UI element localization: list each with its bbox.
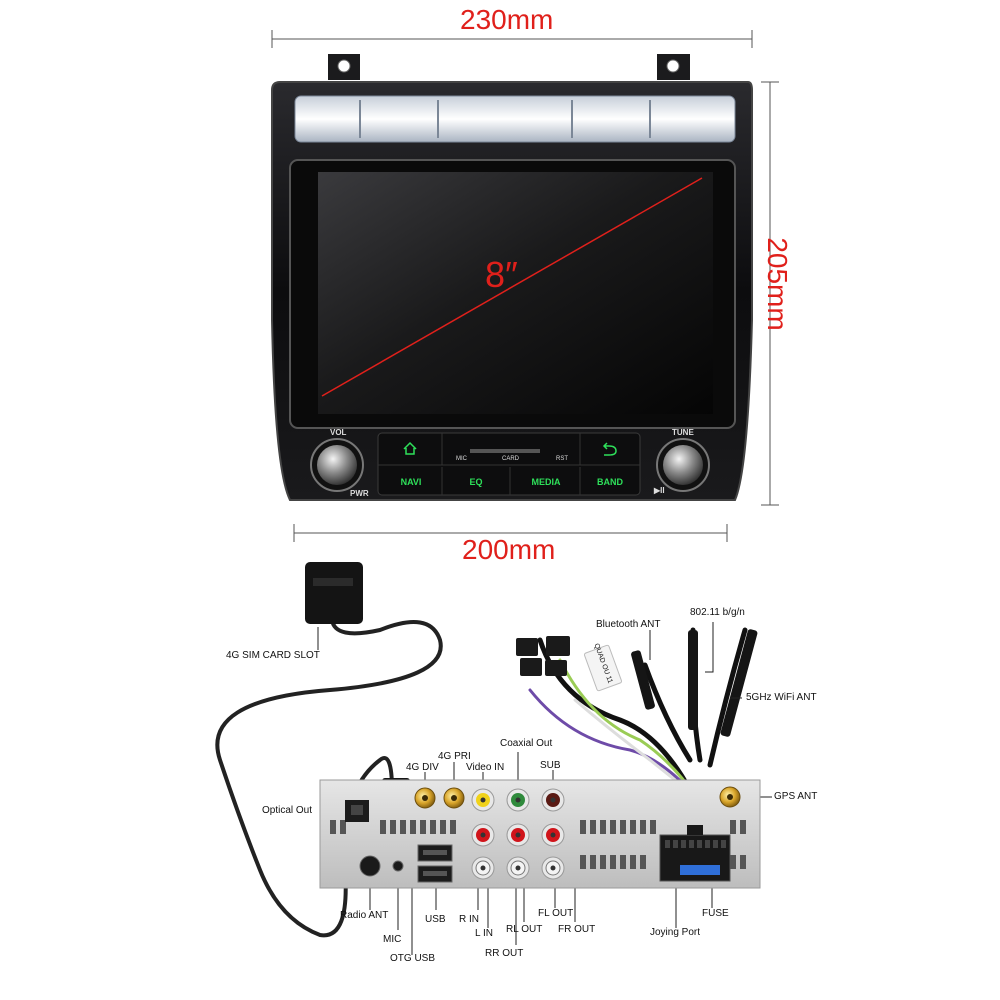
- wifi-5ghz-label: 5GHz WiFi ANT: [746, 692, 817, 703]
- otg-usb-label: OTG USB: [390, 953, 436, 964]
- eq-button[interactable]: EQ: [469, 477, 483, 487]
- fl-out-label: FL OUT: [538, 908, 574, 919]
- slot-label-card: CARD: [502, 456, 520, 462]
- home-icon: [403, 441, 417, 455]
- height-right-dimension: 205mm: [762, 237, 793, 331]
- video-in-label: Video IN: [466, 762, 505, 773]
- 4g-pri-label: 4G PRI: [438, 751, 471, 762]
- optical-out-label: Optical Out: [262, 805, 313, 816]
- l-in-label: L IN: [475, 928, 493, 939]
- bluetooth-ant-label: Bluetooth ANT: [596, 619, 661, 630]
- sub-label: SUB: [540, 760, 561, 771]
- radio-ant-label: Radio ANT: [340, 910, 389, 921]
- sim-card-slot-label: 4G SIM CARD SLOT: [226, 650, 320, 661]
- gps-ant-label: GPS ANT: [774, 791, 818, 802]
- media-button[interactable]: MEDIA: [531, 477, 561, 487]
- coaxial-out-label: Coaxial Out: [500, 738, 553, 749]
- navi-button[interactable]: NAVI: [400, 477, 422, 487]
- usb-label: USB: [425, 914, 446, 925]
- back-arrow-icon: [602, 442, 617, 456]
- mic-label: MIC: [383, 934, 402, 945]
- tune-label: TUNE: [672, 428, 694, 437]
- front-unit: [271, 54, 753, 501]
- r-in-label: R IN: [459, 914, 479, 925]
- band-button[interactable]: BAND: [597, 477, 623, 487]
- rr-out-label: RR OUT: [485, 948, 524, 959]
- screen-diagonal: 8″: [485, 254, 518, 295]
- slot-label-rst: RST: [556, 456, 568, 462]
- play-pause-label: ▶II: [654, 486, 665, 495]
- dimension-lines: [271, 30, 779, 542]
- width-top-dimension: 230mm: [460, 4, 554, 35]
- joying-port-label: Joying Port: [650, 927, 701, 938]
- rl-out-label: RL OUT: [506, 924, 543, 935]
- fr-out-label: FR OUT: [558, 924, 596, 935]
- vol-label: VOL: [330, 428, 347, 437]
- 4g-div-label: 4G DIV: [406, 762, 439, 773]
- rear-chassis: [319, 779, 761, 889]
- pwr-label: PWR: [350, 489, 369, 498]
- fuse-label: FUSE: [702, 908, 729, 919]
- wifi-bgn-label: 802.11 b/g/n: [690, 607, 745, 618]
- sim-card-slot-module: [305, 562, 363, 624]
- slot-label-mic: MIC: [456, 456, 467, 462]
- width-bottom-dimension: 200mm: [462, 534, 556, 565]
